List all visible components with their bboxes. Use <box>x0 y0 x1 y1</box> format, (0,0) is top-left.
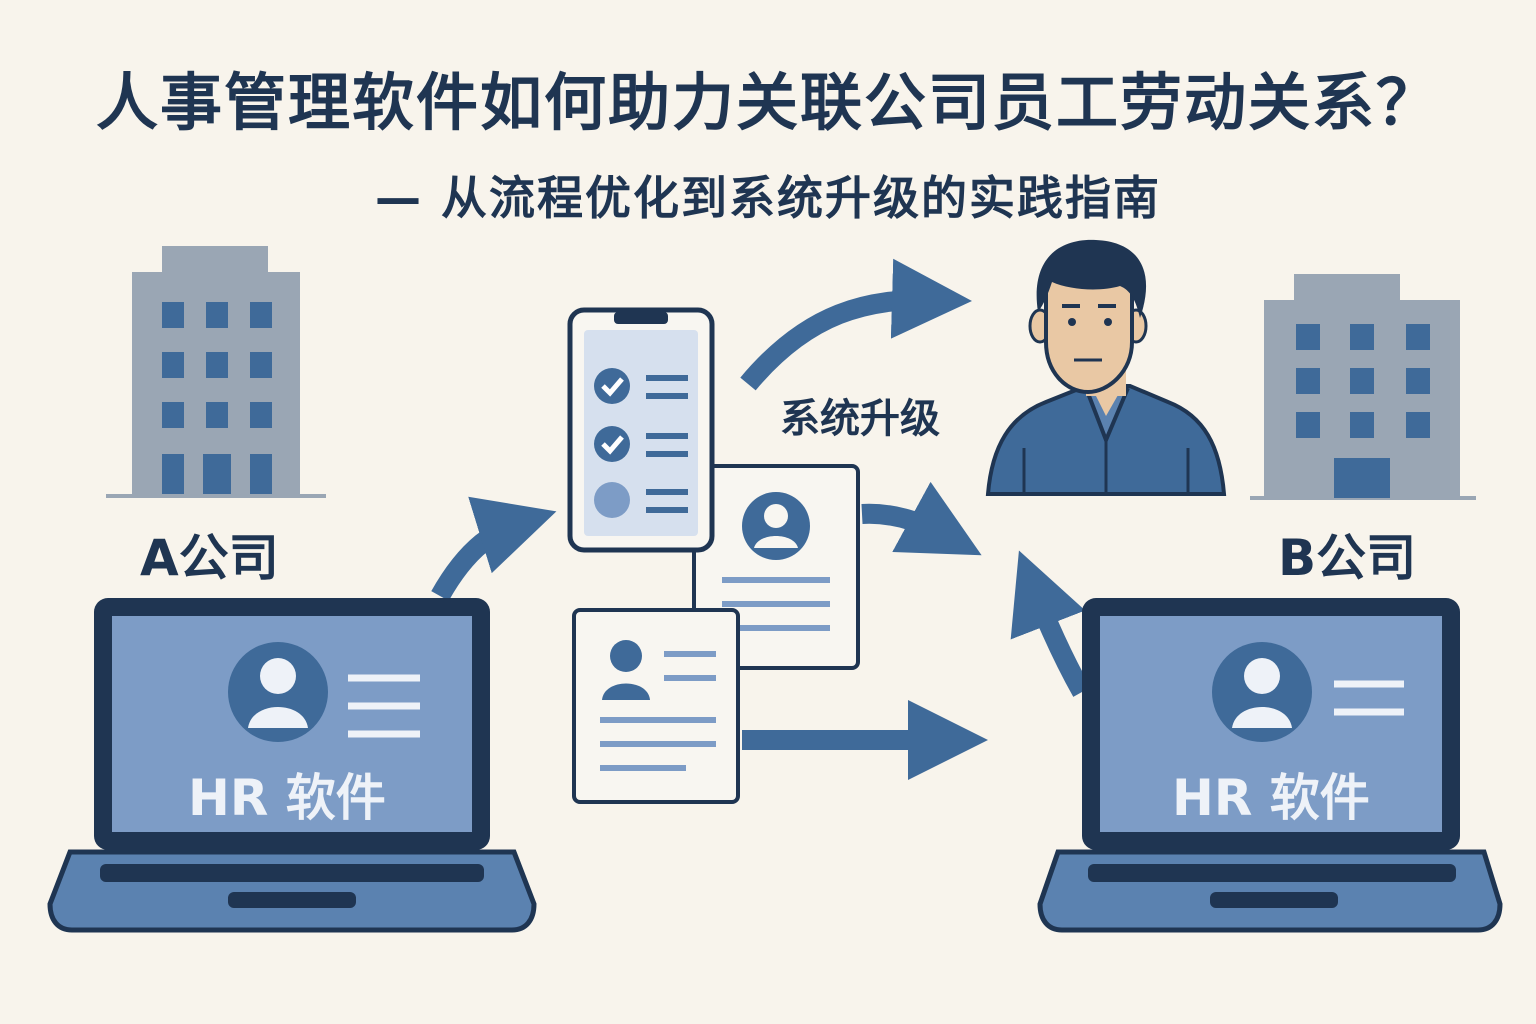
arrow-upgrade-to-employee <box>740 258 972 391</box>
building-b-icon <box>1250 274 1476 500</box>
laptop-b-icon <box>1037 598 1503 933</box>
hr-software-label-a: HR 软件 <box>188 769 386 827</box>
page-title: 人事管理软件如何助力关联公司员工劳动关系？ <box>95 66 1440 139</box>
page-subtitle: — 从流程优化到系统升级的实践指南 <box>374 171 1161 225</box>
hr-software-label-b: HR 软件 <box>1172 769 1370 827</box>
flow-arrows <box>431 258 1091 780</box>
company-b-label: B公司 <box>1278 529 1417 587</box>
arrow-doc-to-employee <box>861 481 982 556</box>
employee-avatar-icon <box>985 239 1227 496</box>
phone-checklist-icon <box>567 307 715 553</box>
arrow-laptop-b-to-employee <box>1010 550 1091 697</box>
system-upgrade-label: 系统升级 <box>780 396 940 442</box>
arrow-laptop-a-to-phone <box>431 496 557 601</box>
company-a-label: A公司 <box>140 529 279 587</box>
building-a-icon <box>106 246 326 498</box>
laptop-a-icon <box>47 598 537 933</box>
employee-record-card <box>572 608 740 804</box>
